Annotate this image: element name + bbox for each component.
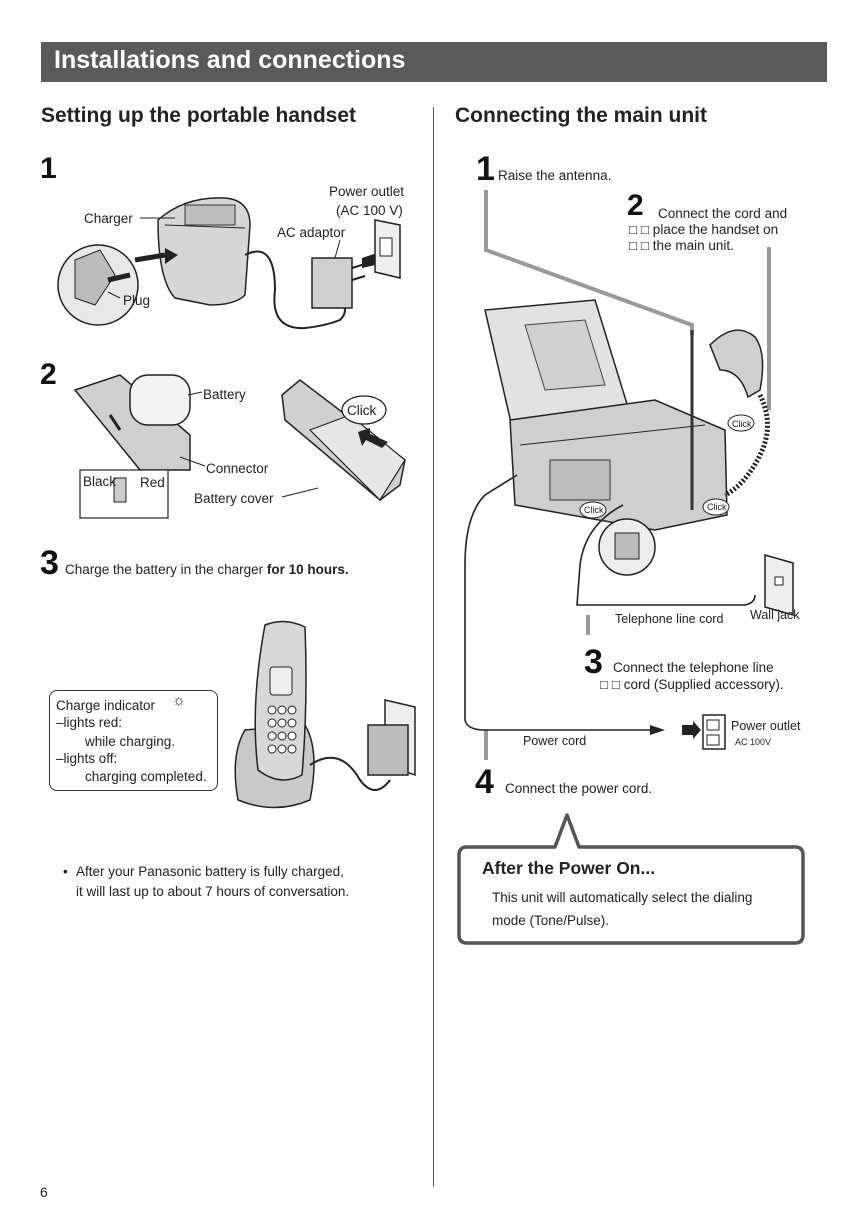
page-number: 6 (40, 1184, 48, 1200)
handset-charging-illustration (234, 620, 416, 809)
label-telephone-line-cord: Telephone line cord (615, 612, 724, 626)
label-power-cord: Power cord (523, 734, 587, 748)
left-step3-number: 3 (40, 544, 59, 582)
left-step2-number: 2 (40, 358, 57, 391)
left-step3-text: Charge the battery in the charger for 10… (65, 562, 349, 577)
click-bubble-3: Click (707, 502, 727, 512)
label-ac-100v: AC 100V (735, 737, 772, 747)
header-bar (41, 42, 827, 82)
info-line2: mode (Tone/Pulse). (492, 913, 610, 928)
page-title: Installations and connections (54, 46, 406, 74)
info-title: After the Power On... (482, 858, 656, 878)
right-step2-line3: □ □ the main unit. (629, 238, 734, 253)
sun-icon: ☼ (172, 692, 186, 709)
info-callout-frame (457, 813, 805, 945)
info-line1: This unit will automatically select the … (492, 890, 753, 905)
right-step1-text: Raise the antenna. (498, 168, 612, 183)
note-line2: it will last up to about 7 hours of conv… (76, 884, 350, 899)
label-click-left: Click (347, 403, 377, 418)
charge-indicator-title: Charge indicator (56, 698, 156, 713)
click-bubble-1: Click (732, 419, 752, 429)
note-line1: After your Panasonic battery is fully ch… (76, 864, 344, 879)
label-power-outlet: Power outlet (329, 184, 405, 199)
right-step1-number: 1 (476, 150, 495, 188)
label-power-outlet-right: Power outlet (731, 719, 801, 733)
label-plug: Plug (123, 293, 151, 308)
right-step2-line1: Connect the cord and (658, 206, 788, 221)
charge-line4: charging completed. (85, 769, 207, 784)
charge-line1: –lights red: (56, 715, 123, 730)
right-step2-line2: □ □ place the handset on (629, 222, 779, 237)
right-step3-line1: Connect the telephone line (613, 660, 774, 675)
right-step2-number: 2 (627, 189, 644, 222)
fax-machine-illustration (464, 190, 794, 760)
click-bubble-2: Click (584, 505, 604, 515)
column-divider (433, 107, 434, 1187)
label-battery-cover: Battery cover (194, 491, 274, 506)
left-section-title: Setting up the portable handset (41, 104, 357, 127)
right-step3-number: 3 (584, 643, 603, 681)
label-black: Black (83, 474, 117, 489)
note-bullet: • (63, 864, 68, 879)
label-battery: Battery (203, 387, 246, 402)
right-step3-line2: □ □ cord (Supplied accessory). (600, 677, 784, 692)
label-red: Red (140, 475, 165, 490)
right-step4-text: Connect the power cord. (505, 781, 653, 796)
charger-illustration (57, 197, 401, 330)
label-power-outlet-spec: (AC 100 V) (336, 203, 403, 218)
label-wall-jack: Wall jack (750, 608, 800, 622)
charge-indicator-box (49, 690, 218, 791)
right-step4-number: 4 (475, 763, 494, 801)
left-step1-number: 1 (40, 152, 57, 185)
charge-line2: while charging. (85, 734, 176, 749)
label-connector: Connector (206, 461, 269, 476)
label-charger: Charger (84, 211, 133, 226)
right-section-title: Connecting the main unit (455, 104, 707, 127)
charge-line3: –lights off: (56, 751, 118, 766)
battery-illustration (73, 374, 406, 519)
label-ac-adaptor: AC adaptor (277, 225, 346, 240)
